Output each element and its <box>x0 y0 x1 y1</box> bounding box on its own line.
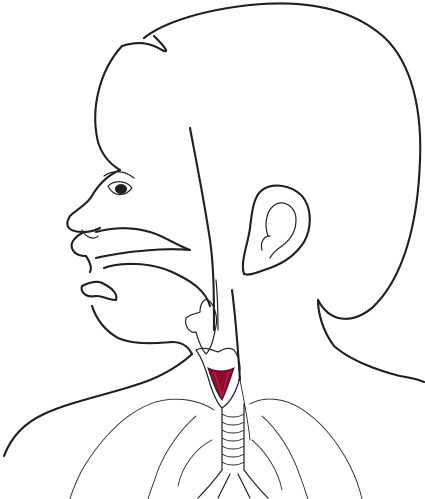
eye-pupil <box>115 184 127 194</box>
